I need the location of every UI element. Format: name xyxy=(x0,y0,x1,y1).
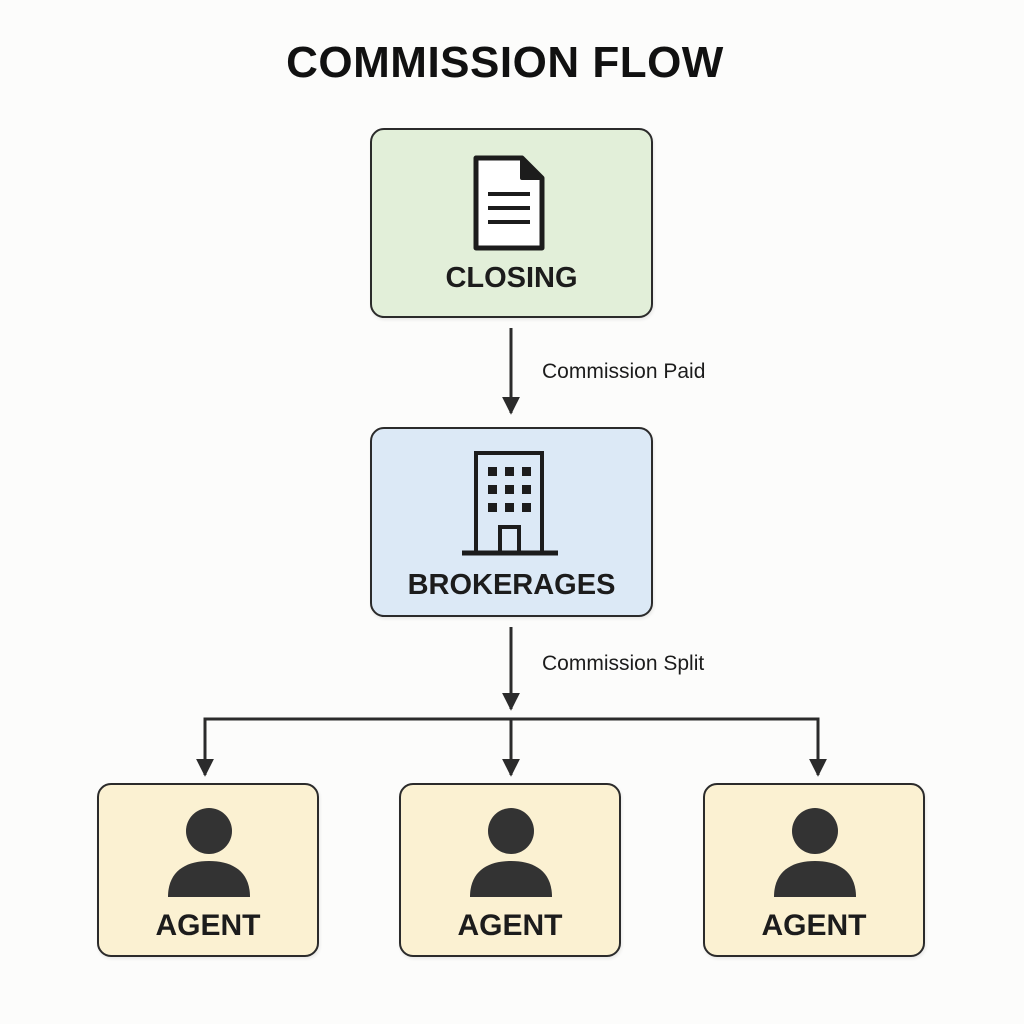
diagram-title: COMMISSION FLOW xyxy=(286,38,724,87)
node-agent: AGENT xyxy=(97,783,319,957)
node-agent-label: AGENT xyxy=(761,909,867,942)
node-closing: CLOSING xyxy=(370,128,653,318)
person-icon xyxy=(470,808,552,897)
person-icon xyxy=(168,808,250,897)
node-brokerages: BROKERAGES xyxy=(370,427,653,617)
node-agent: AGENT xyxy=(703,783,925,957)
node-agent-label: AGENT xyxy=(155,909,261,942)
node-agent-label: AGENT xyxy=(457,909,563,942)
person-icon xyxy=(774,808,856,897)
node-closing-label: CLOSING xyxy=(445,262,578,294)
office-building-icon xyxy=(462,451,558,556)
node-brokerages-label: BROKERAGES xyxy=(407,569,616,601)
document-icon xyxy=(473,155,545,251)
edge-label-commission-paid: Commission Paid xyxy=(542,360,706,383)
edge-label-commission-split: Commission Split xyxy=(542,652,705,675)
node-agent: AGENT xyxy=(399,783,621,957)
